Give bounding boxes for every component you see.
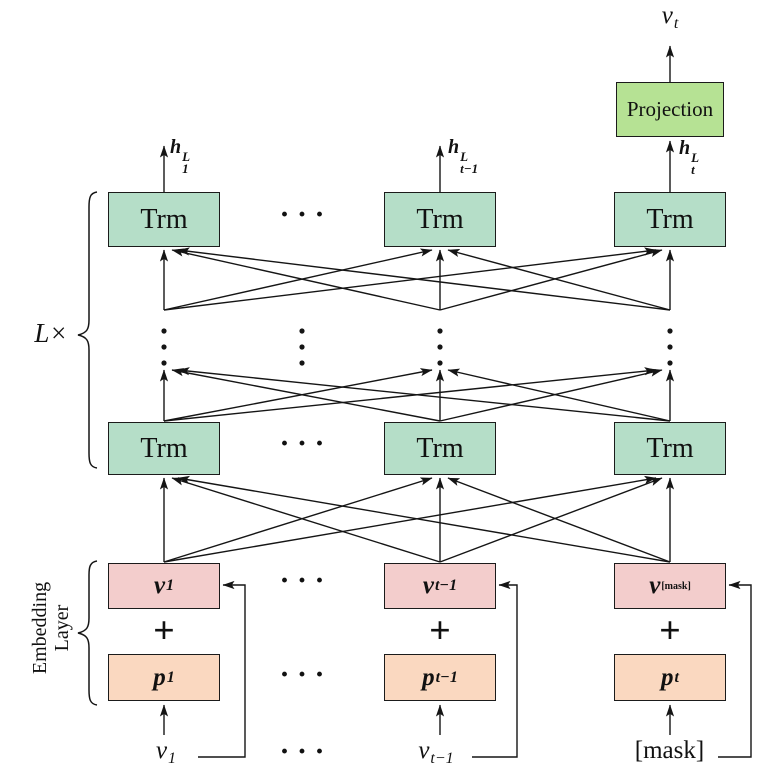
position-input-arrows — [159, 704, 675, 735]
plus-sign-3: + — [659, 610, 681, 652]
trm-block-top-2: Trm — [384, 192, 496, 247]
item-embedding-box-3: v[mask] — [614, 563, 726, 609]
ellipsis-input-row: · · · — [279, 735, 325, 768]
math-sub: 1 — [182, 161, 189, 176]
input-label-2: vt−1 — [388, 736, 484, 774]
math-sup: L — [182, 149, 191, 164]
math-base: v — [418, 737, 430, 764]
trm-label: Trm — [140, 432, 188, 464]
attention-fan-middle — [159, 367, 675, 422]
trm-block-bottom-3: Trm — [614, 422, 726, 475]
output-label: vt — [640, 2, 700, 33]
trm-label: Trm — [646, 432, 694, 464]
input-label-1: v1 — [118, 736, 214, 774]
math-sup: L — [460, 149, 469, 164]
embedding-layer-label: Embedding Layer — [29, 553, 75, 703]
attention-fan-top — [159, 247, 675, 311]
input-item-connectors — [198, 580, 752, 758]
math-base: p — [422, 663, 435, 691]
math-sub: 1 — [168, 750, 177, 767]
trm-label: Trm — [140, 203, 188, 235]
math-base: h — [679, 137, 691, 159]
input-label-3: [mask] — [622, 736, 718, 774]
math-base: v — [153, 572, 166, 599]
embedding-brace — [77, 560, 98, 706]
math-base: v — [649, 572, 661, 599]
math-sub: t — [673, 15, 679, 32]
hidden-output-arrows — [159, 45, 675, 192]
layer-ellipsis-dots — [161, 328, 673, 366]
layers-brace — [77, 191, 98, 469]
plus-sign-1: + — [153, 610, 175, 652]
projection-box: Projection — [616, 82, 724, 137]
ellipsis-trm-bottom-row: · · · — [279, 427, 325, 460]
math-sub: t — [674, 668, 679, 686]
ellipsis-trm-top-row: · · · — [279, 198, 325, 231]
plus-sign-2: + — [429, 610, 451, 652]
trm-block-bottom-2: Trm — [384, 422, 496, 475]
projection-label: Projection — [626, 97, 714, 121]
math-base: h — [170, 136, 182, 158]
trm-block-top-3: Trm — [614, 192, 726, 247]
math-sub: t — [691, 162, 695, 177]
ellipsis-position-row: · · · — [279, 658, 325, 691]
trm-block-top-1: Trm — [108, 192, 220, 247]
mask-token-label: [mask] — [634, 737, 705, 764]
math-sub: [mask] — [661, 580, 691, 592]
math-sub: 1 — [166, 577, 175, 594]
trm-label: Trm — [416, 203, 464, 235]
math-sub: t−1 — [460, 161, 479, 176]
math-base: v — [661, 2, 673, 29]
math-base: v — [422, 572, 434, 599]
embedding-layer-label-line1: Embedding — [29, 581, 51, 675]
trm-block-bottom-1: Trm — [108, 422, 220, 475]
math-sub: t−1 — [430, 750, 454, 767]
math-base: v — [155, 737, 168, 764]
math-sub: t−1 — [434, 577, 458, 594]
math-sub: 1 — [166, 668, 175, 686]
trm-label: Trm — [416, 432, 464, 464]
math-base: p — [661, 663, 674, 691]
ellipsis-item-row: · · · — [279, 564, 325, 597]
math-sub: t−1 — [435, 668, 458, 686]
math-sup: L — [691, 150, 700, 165]
embedding-layer-label-line2: Layer — [51, 604, 73, 652]
layer-multiplier-label: L× — [34, 318, 68, 348]
attention-fan-bottom — [159, 475, 675, 563]
trm-label: Trm — [646, 203, 694, 235]
math-base: h — [448, 136, 460, 158]
math-base: p — [153, 663, 166, 691]
